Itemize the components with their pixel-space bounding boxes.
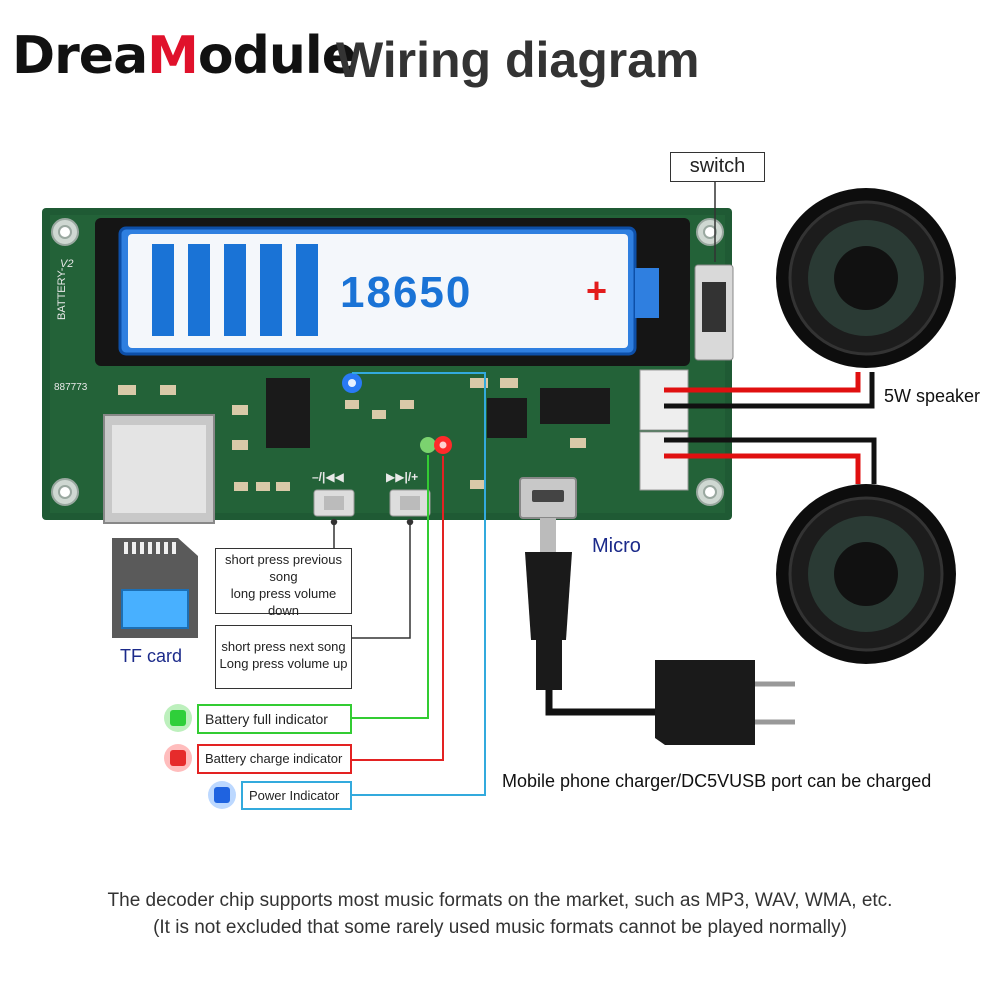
power-indicator-label: Power Indicator (241, 781, 352, 810)
ic-chips (266, 378, 610, 448)
prev-button-description: short press previous song long press vol… (215, 548, 352, 618)
battery-plus: + (586, 270, 608, 311)
switch-label: switch (670, 152, 765, 182)
prev-desc-line2: long press volume down (230, 586, 337, 618)
battery-full-indicator-label: Battery full indicator (197, 704, 352, 734)
green-led-icon (164, 704, 192, 732)
speaker-connector-top (639, 369, 689, 431)
silk-id: 887773 (54, 382, 88, 393)
battery-level-bars (152, 244, 318, 336)
prev-desc-line1: short press previous song (224, 552, 343, 584)
tf-card-label: TF card (120, 646, 183, 666)
tf-card-icon (112, 538, 198, 638)
speaker-bottom (776, 484, 956, 664)
usb-cable (525, 518, 665, 716)
battery-label: 18650 (340, 268, 473, 317)
next-desc-line2: Long press volume up (219, 656, 348, 671)
red-led-icon (164, 744, 192, 772)
blue-indicator-line (352, 372, 486, 796)
charger-label: Mobile phone charger/DC5VUSB port can be… (502, 771, 932, 791)
green-indicator-line (352, 455, 429, 719)
next-desc-line1: short press next song (221, 639, 346, 654)
silk-button-prev: –/|◀◀ (312, 470, 344, 484)
speaker-wires (664, 372, 877, 484)
charger-plug (655, 660, 795, 745)
micro-label: Micro (592, 535, 641, 557)
page-title: Wiring diagram (336, 32, 700, 88)
silk-battery: BATTERY- (56, 267, 68, 320)
speaker-top (776, 188, 956, 368)
silk-version: V2 (60, 258, 74, 270)
brand-logo: DreaModule (12, 26, 357, 86)
silk-button-next: ▶▶|/+ (386, 470, 419, 484)
speaker-label: 5W speaker (884, 386, 981, 406)
red-indicator-line (352, 456, 444, 761)
blue-led-icon (208, 781, 236, 809)
green-led (420, 437, 436, 453)
button-leader-lines (330, 518, 414, 639)
next-button-description: short press next song Long press volume … (215, 625, 352, 689)
footer-line1: The decoder chip supports most music for… (107, 890, 893, 911)
battery-charge-indicator-label: Battery charge indicator (197, 744, 352, 774)
footer-line2: (It is not excluded that some rarely use… (153, 917, 847, 938)
mounting-holes (51, 218, 724, 506)
